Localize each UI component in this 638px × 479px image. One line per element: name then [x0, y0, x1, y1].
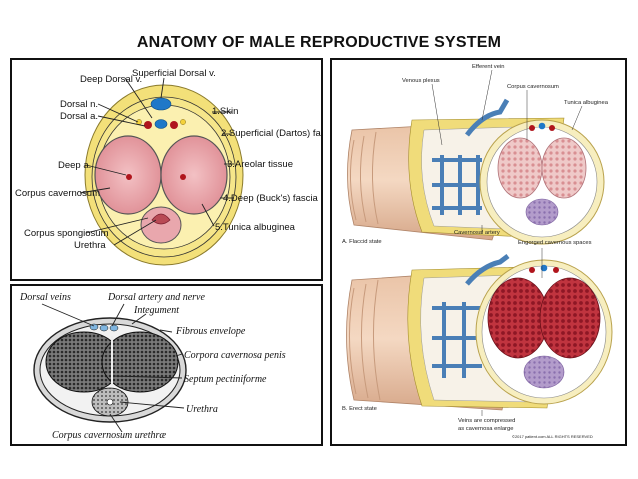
label-bucks-fascia: 4.Deep (Buck's) fascia — [223, 193, 318, 204]
label-corpus-cavernosum-2: Corpus cavernosum — [507, 84, 559, 90]
label-copyright: ©2017 patient.com ALL RIGHTS RESERVED — [512, 434, 593, 439]
label-corpus-urethrae: Corpus cavernosum urethræ — [52, 430, 166, 441]
leader-tunica — [201, 203, 215, 227]
erect-illustration — [346, 254, 613, 411]
flaccid-venous-network — [432, 155, 482, 215]
corpus-spongiosum — [140, 206, 182, 244]
label-superficial-dorsal-vein: Superficial Dorsal v. — [132, 68, 216, 79]
leader-corpus-cav — [79, 187, 111, 194]
dorsal-nerve-right — [180, 119, 186, 125]
deep-artery-left — [126, 174, 132, 180]
erect-venous-network — [432, 302, 482, 378]
engraving-panel: Dorsal veins Dorsal artery and nerve Int… — [10, 284, 323, 446]
superficial-dorsal-vein — [150, 97, 172, 111]
leader-dorsal-a — [97, 115, 146, 127]
label-dorsal-artery-nerve: Dorsal artery and nerve — [107, 292, 205, 303]
deep-artery-right — [180, 174, 186, 180]
label-tunica-albuginea: 5.Tunica albuginea — [215, 222, 296, 233]
label-tunica-albuginea-2: Tunica albuginea — [564, 100, 609, 106]
corpora-cavernosa-right — [101, 331, 179, 393]
erect-cavernosum-left — [487, 277, 549, 359]
leader-deep-a — [85, 164, 127, 176]
label-dartos-fascia: 2.Superficial (Dartos) fascia — [221, 128, 323, 139]
leader-spongiosum — [85, 217, 149, 234]
label-deep-artery: Deep a. — [58, 160, 91, 171]
flaccid-erect-svg: Venous plexus Efferent vein Corpus caver… — [342, 64, 613, 439]
corpus-cavernosum-right — [160, 135, 228, 215]
label-dorsal-artery: Dorsal a. — [60, 111, 98, 122]
label-septum: Septum pectiniforme — [184, 374, 267, 385]
label-dorsal-nerve: Dorsal n. — [60, 99, 98, 110]
label-corpus-cavernosum: Corpus cavernosum — [15, 188, 100, 199]
flaccid-cavernosum-right — [541, 137, 587, 199]
erect-cavernosum-right — [539, 277, 601, 359]
flaccid-erect-panel: Venous plexus Efferent vein Corpus caver… — [330, 58, 627, 446]
label-fibrous-envelope: Fibrous envelope — [175, 326, 246, 337]
cross-section-diagram-panel: Deep Dorsal v. Superficial Dorsal v. Dor… — [10, 58, 323, 281]
label-urethra: Urethra — [74, 240, 106, 251]
urethra-shape — [151, 213, 171, 225]
erect-spongiosum — [523, 355, 565, 389]
label-venous-plexus: Venous plexus — [402, 78, 440, 84]
dorsal-artery-left — [144, 121, 152, 129]
flaccid-illustration — [347, 98, 605, 245]
page-title: ANATOMY OF MALE REPRODUCTIVE SYSTEM — [136, 34, 502, 51]
flaccid-spongiosum — [525, 198, 559, 226]
leader-superficial-dorsal — [160, 77, 165, 99]
label-integument: Integument — [133, 305, 179, 316]
label-veins-compressed-2: as cavernosa enlarge — [458, 426, 513, 432]
efferent-vein — [465, 98, 510, 137]
leader-urethra — [113, 219, 157, 246]
label-efferent-vein: Efferent vein — [472, 64, 504, 70]
leader-deep-dorsal — [124, 77, 153, 119]
engraving-svg: Dorsal veins Dorsal artery and nerve Int… — [19, 292, 286, 441]
label-veins-compressed-1: Veins are compressed — [458, 418, 515, 424]
label-flaccid-state: A. Flaccid state — [342, 239, 382, 245]
cross-section-svg: Deep Dorsal v. Superficial Dorsal v. Dor… — [15, 68, 323, 266]
label-erect-state: B. Erect state — [342, 406, 377, 412]
label-urethra-3: Urethra — [186, 404, 218, 415]
leader-dorsal-n — [97, 103, 139, 123]
label-corpora-cavernosa: Corpora cavernosa penis — [184, 350, 286, 361]
label-corpus-spongiosum: Corpus spongiosum — [24, 228, 109, 239]
deep-dorsal-vein — [154, 119, 168, 129]
label-engorged-spaces: Engorged cavernous spaces — [518, 240, 592, 246]
label-skin: 1.Skin — [212, 106, 238, 117]
label-areolar-tissue: 3.Areolar tissue — [227, 159, 293, 170]
label-dorsal-veins: Dorsal veins — [19, 292, 71, 303]
flaccid-cavernosum-left — [497, 137, 543, 199]
label-cavernosal-artery: Cavernosal artery — [454, 230, 500, 236]
label-deep-dorsal-vein: Deep Dorsal v. — [80, 74, 142, 85]
dorsal-artery-right — [170, 121, 178, 129]
